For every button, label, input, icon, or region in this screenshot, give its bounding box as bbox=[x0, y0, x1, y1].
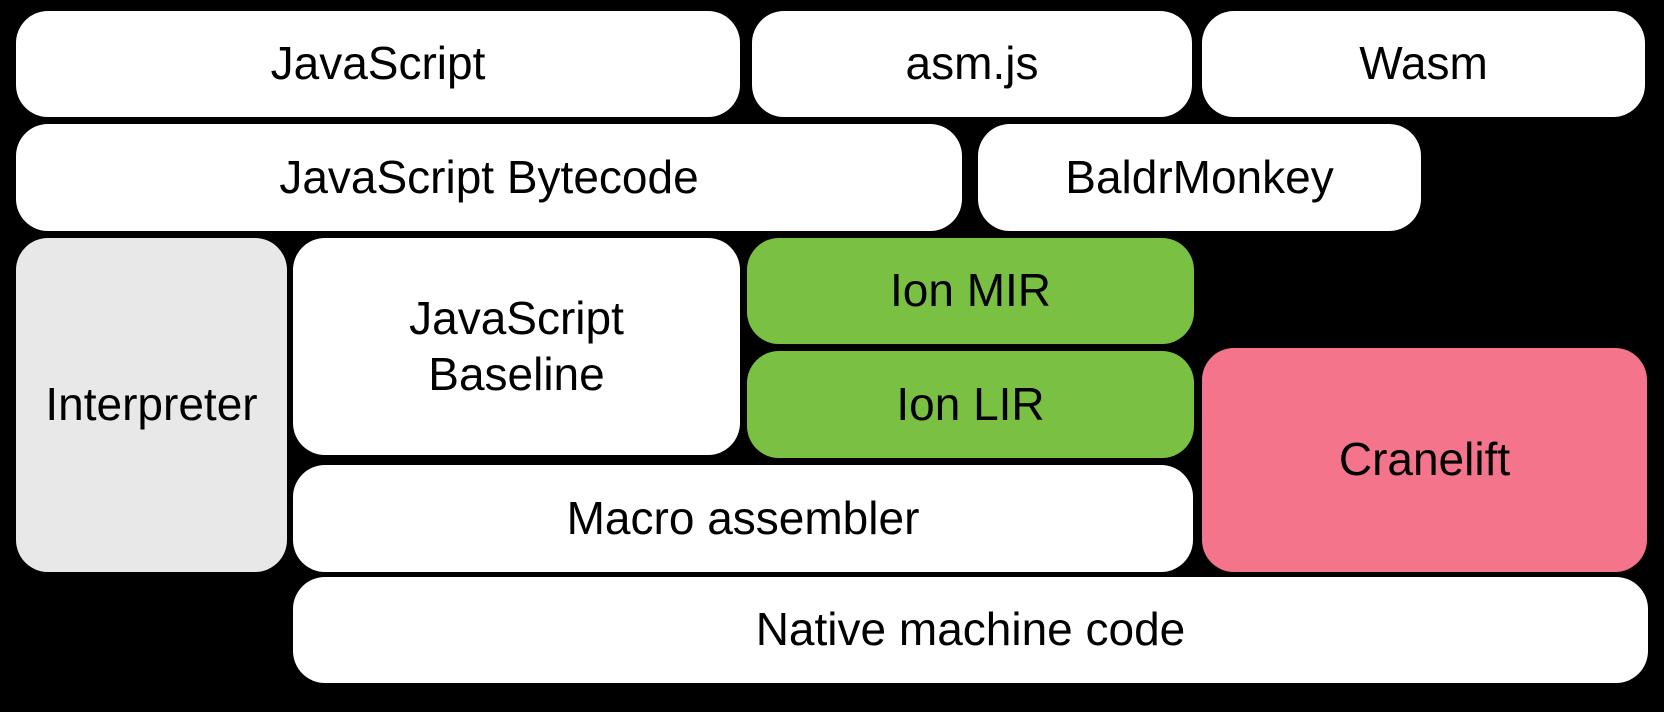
node-interpreter-label: Interpreter bbox=[45, 378, 258, 431]
node-ion-mir: Ion MIR bbox=[747, 238, 1194, 344]
node-ion-lir-label: Ion LIR bbox=[896, 377, 1045, 430]
node-macro-assembler-label: Macro assembler bbox=[566, 491, 920, 544]
node-native-machine-code: Native machine code bbox=[293, 577, 1648, 683]
node-javascript-baseline-label: JavaScript Baseline bbox=[409, 292, 624, 400]
node-asmjs: asm.js bbox=[752, 11, 1192, 117]
node-native-machine-code-label: Native machine code bbox=[755, 603, 1186, 656]
node-interpreter: Interpreter bbox=[16, 238, 287, 572]
node-ion-lir: Ion LIR bbox=[747, 351, 1194, 458]
node-cranelift: Cranelift bbox=[1202, 348, 1647, 572]
node-wasm: Wasm bbox=[1202, 11, 1645, 117]
node-asmjs-label: asm.js bbox=[905, 37, 1039, 90]
node-macro-assembler: Macro assembler bbox=[293, 465, 1193, 572]
node-baldrmonkey-label: BaldrMonkey bbox=[1065, 150, 1334, 203]
node-ion-mir-label: Ion MIR bbox=[889, 264, 1052, 317]
node-baldrmonkey: BaldrMonkey bbox=[978, 124, 1421, 231]
node-wasm-label: Wasm bbox=[1359, 37, 1488, 90]
node-javascript-label: JavaScript bbox=[270, 37, 486, 90]
node-javascript-bytecode: JavaScript Bytecode bbox=[16, 124, 962, 231]
node-javascript: JavaScript bbox=[16, 11, 740, 117]
node-cranelift-label: Cranelift bbox=[1338, 433, 1511, 486]
node-javascript-bytecode-label: JavaScript Bytecode bbox=[279, 150, 699, 203]
node-javascript-baseline: JavaScript Baseline bbox=[293, 238, 740, 455]
